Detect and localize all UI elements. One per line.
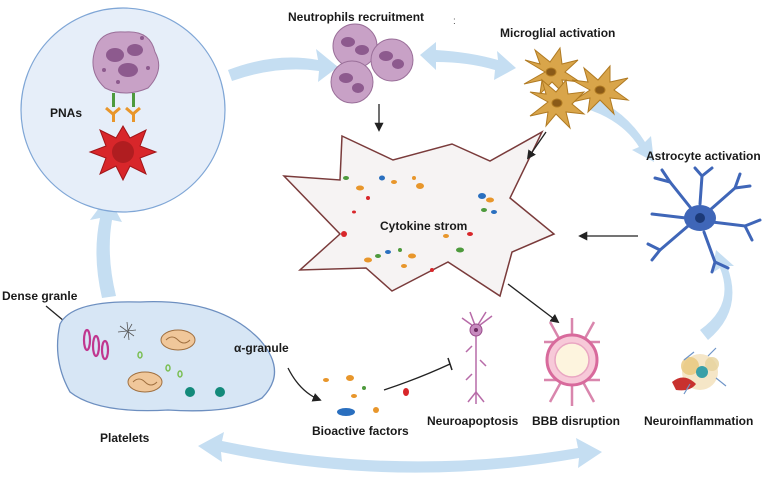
neuroinflammation-icon bbox=[672, 347, 727, 395]
pnas-circle bbox=[20, 7, 226, 213]
flow-arrow-neuroinflammation-astrocyte bbox=[700, 250, 734, 340]
neutrophil-icon bbox=[330, 60, 374, 104]
astrocyte-label: Astrocyte activation bbox=[646, 149, 761, 163]
pnas-activated-platelet-icon bbox=[88, 125, 158, 182]
bbb-group: BBB disruption bbox=[532, 318, 620, 428]
flow-arrow-microglia-astrocyte bbox=[590, 96, 654, 162]
neuroapoptosis-label: Neuroapoptosis bbox=[427, 414, 519, 428]
microglia-cluster: Microglial activation bbox=[500, 26, 630, 130]
arrow-platelet-to-bioactive bbox=[287, 367, 322, 402]
microglia-icon bbox=[523, 46, 630, 130]
granule-teal-icon bbox=[215, 387, 225, 397]
flow-arrow-platelets-to-pnas bbox=[90, 196, 122, 298]
inhibit-bioactive-neuroapoptosis bbox=[383, 363, 451, 391]
flow-arrow-neutrophils-microglia bbox=[420, 42, 516, 80]
canalicular-icon bbox=[117, 321, 137, 341]
arrow-microglia-to-storm bbox=[526, 131, 547, 160]
cytokine-storm-shape bbox=[282, 130, 556, 298]
neuroinflammation-group: Neuroinflammation bbox=[644, 347, 753, 428]
cytokine-particles bbox=[341, 175, 497, 272]
dense-granule-label: Dense granle bbox=[2, 289, 78, 303]
bbb-label: BBB disruption bbox=[532, 414, 620, 428]
flow-arrow-bottom-double bbox=[198, 432, 602, 473]
stray-mark: : bbox=[453, 16, 456, 27]
pnas-label: PNAs bbox=[50, 106, 82, 120]
bbb-vessel-icon bbox=[544, 318, 600, 406]
pnas-group: PNAs bbox=[20, 7, 226, 213]
pnas-receptor-icon bbox=[105, 93, 141, 122]
astrocyte-group: Astrocyte activation bbox=[646, 149, 762, 274]
arrow-storm-to-bbb bbox=[507, 283, 560, 324]
flow-arrows bbox=[90, 42, 734, 473]
neutrophils-cluster: Neutrophils recruitment : bbox=[288, 10, 456, 104]
neuron-group: Neuroapoptosis bbox=[427, 311, 519, 428]
cytokine-label: Cytokine strom bbox=[380, 219, 467, 233]
granule-teal-icon bbox=[185, 387, 195, 397]
bioactive-label: Bioactive factors bbox=[312, 424, 409, 438]
bioactive-group: Bioactive factors bbox=[312, 375, 409, 438]
platelet-group: Dense granle α-granule Platelets bbox=[2, 289, 289, 445]
mitochondria-icon bbox=[127, 329, 196, 393]
alpha-granule-label: α-granule bbox=[234, 341, 289, 355]
flow-arrow-pnas-to-neutrophils bbox=[228, 49, 338, 82]
neuron-icon bbox=[461, 311, 493, 404]
cytokine-storm: Cytokine strom bbox=[282, 130, 556, 298]
platelet-cell bbox=[56, 301, 276, 412]
alpha-granule-dots bbox=[137, 351, 183, 378]
neutrophil-icon bbox=[370, 38, 414, 82]
astrocyte-icon bbox=[646, 166, 762, 274]
neuroinflammation-label: Neuroinflammation bbox=[644, 414, 753, 428]
dense-granule-icon bbox=[82, 328, 110, 361]
platelets-label: Platelets bbox=[100, 431, 150, 445]
neutrophils-label: Neutrophils recruitment bbox=[288, 10, 424, 24]
microglia-label: Microglial activation bbox=[500, 26, 615, 40]
pnas-neutrophil-icon bbox=[92, 31, 160, 94]
